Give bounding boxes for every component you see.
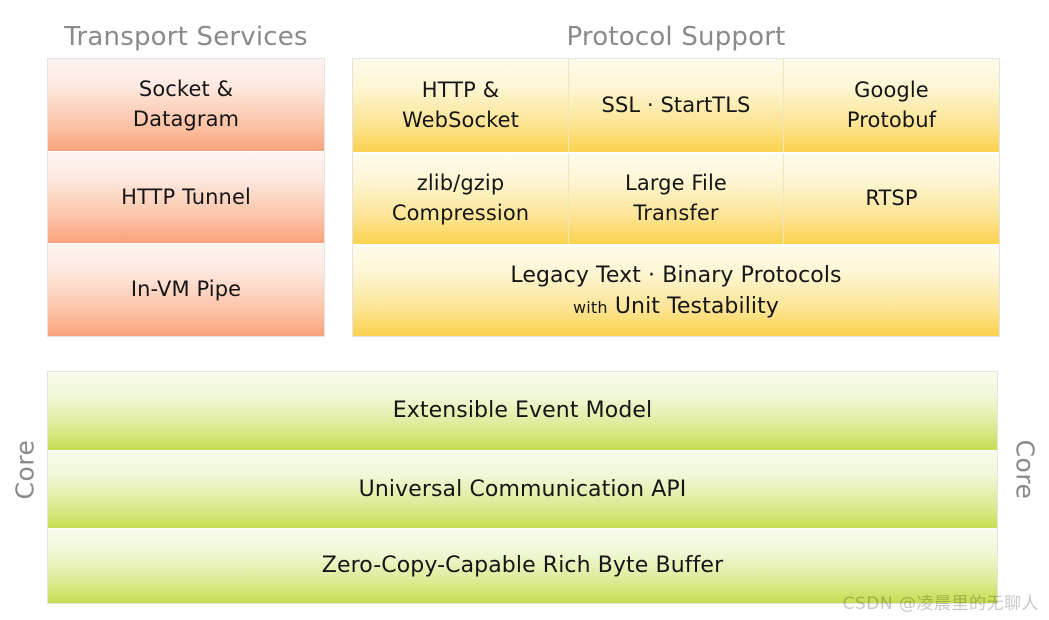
protocol-column-divider xyxy=(783,154,784,244)
protocol-cell-label: Google Protobuf xyxy=(846,77,937,132)
csdn-watermark: CSDN @凌晨里的无聊人 xyxy=(842,594,1039,614)
protocol-row-divider xyxy=(353,244,999,246)
legacy-line-2: with Unit Testability xyxy=(510,291,841,322)
core-cell-zero-copy-capable-rich-byte-buffer: Zero-Copy-Capable Rich Byte Buffer xyxy=(48,529,997,603)
transport-cell-label: In-VM Pipe xyxy=(130,277,242,302)
core-panel: Extensible Event Model Universal Communi… xyxy=(47,371,998,604)
protocol-row-divider xyxy=(353,152,999,154)
protocol-cell-http-websocket: HTTP & WebSocket xyxy=(353,59,568,152)
protocol-support-panel: HTTP & WebSocket SSL · StartTLS Google P… xyxy=(352,58,1000,337)
protocol-column-divider xyxy=(568,154,569,244)
protocol-cell-label: zlib/gzip Compression xyxy=(391,171,530,225)
legacy-line-1: Legacy Text · Binary Protocols xyxy=(510,262,842,288)
core-row-divider xyxy=(48,528,997,529)
core-cell-extensible-event-model: Extensible Event Model xyxy=(48,372,997,450)
protocol-cell-zlib-gzip-compression: zlib/gzip Compression xyxy=(353,154,568,244)
protocol-cell-ssl-starttls: SSL · StartTLS xyxy=(569,59,783,152)
protocol-cell-google-protobuf: Google Protobuf xyxy=(784,59,999,152)
core-cell-label: Universal Communication API xyxy=(358,476,687,502)
legacy-protocols-text: Legacy Text · Binary Protocols with Unit… xyxy=(502,229,849,354)
transport-cell-label: Socket & Datagram xyxy=(132,77,240,131)
protocol-cell-rtsp: RTSP xyxy=(784,154,999,244)
core-label-right: Core xyxy=(1010,439,1040,500)
protocol-cell-legacy-text-binary-protocols: Legacy Text · Binary Protocols with Unit… xyxy=(353,246,999,336)
transport-services-panel: Socket & Datagram HTTP Tunnel In-VM Pipe xyxy=(47,58,325,337)
protocol-support-title: Protocol Support xyxy=(566,22,786,52)
core-label-left: Core xyxy=(10,439,40,500)
transport-cell-in-vm-pipe: In-VM Pipe xyxy=(48,244,324,336)
protocol-cell-label: HTTP & WebSocket xyxy=(402,77,519,132)
core-cell-label: Zero-Copy-Capable Rich Byte Buffer xyxy=(321,553,724,579)
legacy-with-word: with xyxy=(573,298,608,317)
protocol-column-divider xyxy=(783,59,784,152)
core-row-divider xyxy=(48,450,997,451)
transport-cell-socket-datagram: Socket & Datagram xyxy=(48,59,324,152)
protocol-cell-label: SSL · StartTLS xyxy=(601,92,751,117)
protocol-cell-label: Large File Transfer xyxy=(625,171,727,225)
core-cell-label: Extensible Event Model xyxy=(392,398,653,424)
core-cell-universal-communication-api: Universal Communication API xyxy=(48,451,997,528)
transport-cell-label: HTTP Tunnel xyxy=(121,184,251,209)
transport-services-title: Transport Services xyxy=(64,22,308,52)
protocol-cell-label: RTSP xyxy=(865,186,918,211)
transport-cell-http-tunnel: HTTP Tunnel xyxy=(48,152,324,244)
protocol-column-divider xyxy=(568,59,569,152)
legacy-emphasis: Unit Testability xyxy=(614,294,779,319)
protocol-cell-large-file-transfer: Large File Transfer xyxy=(569,154,783,244)
